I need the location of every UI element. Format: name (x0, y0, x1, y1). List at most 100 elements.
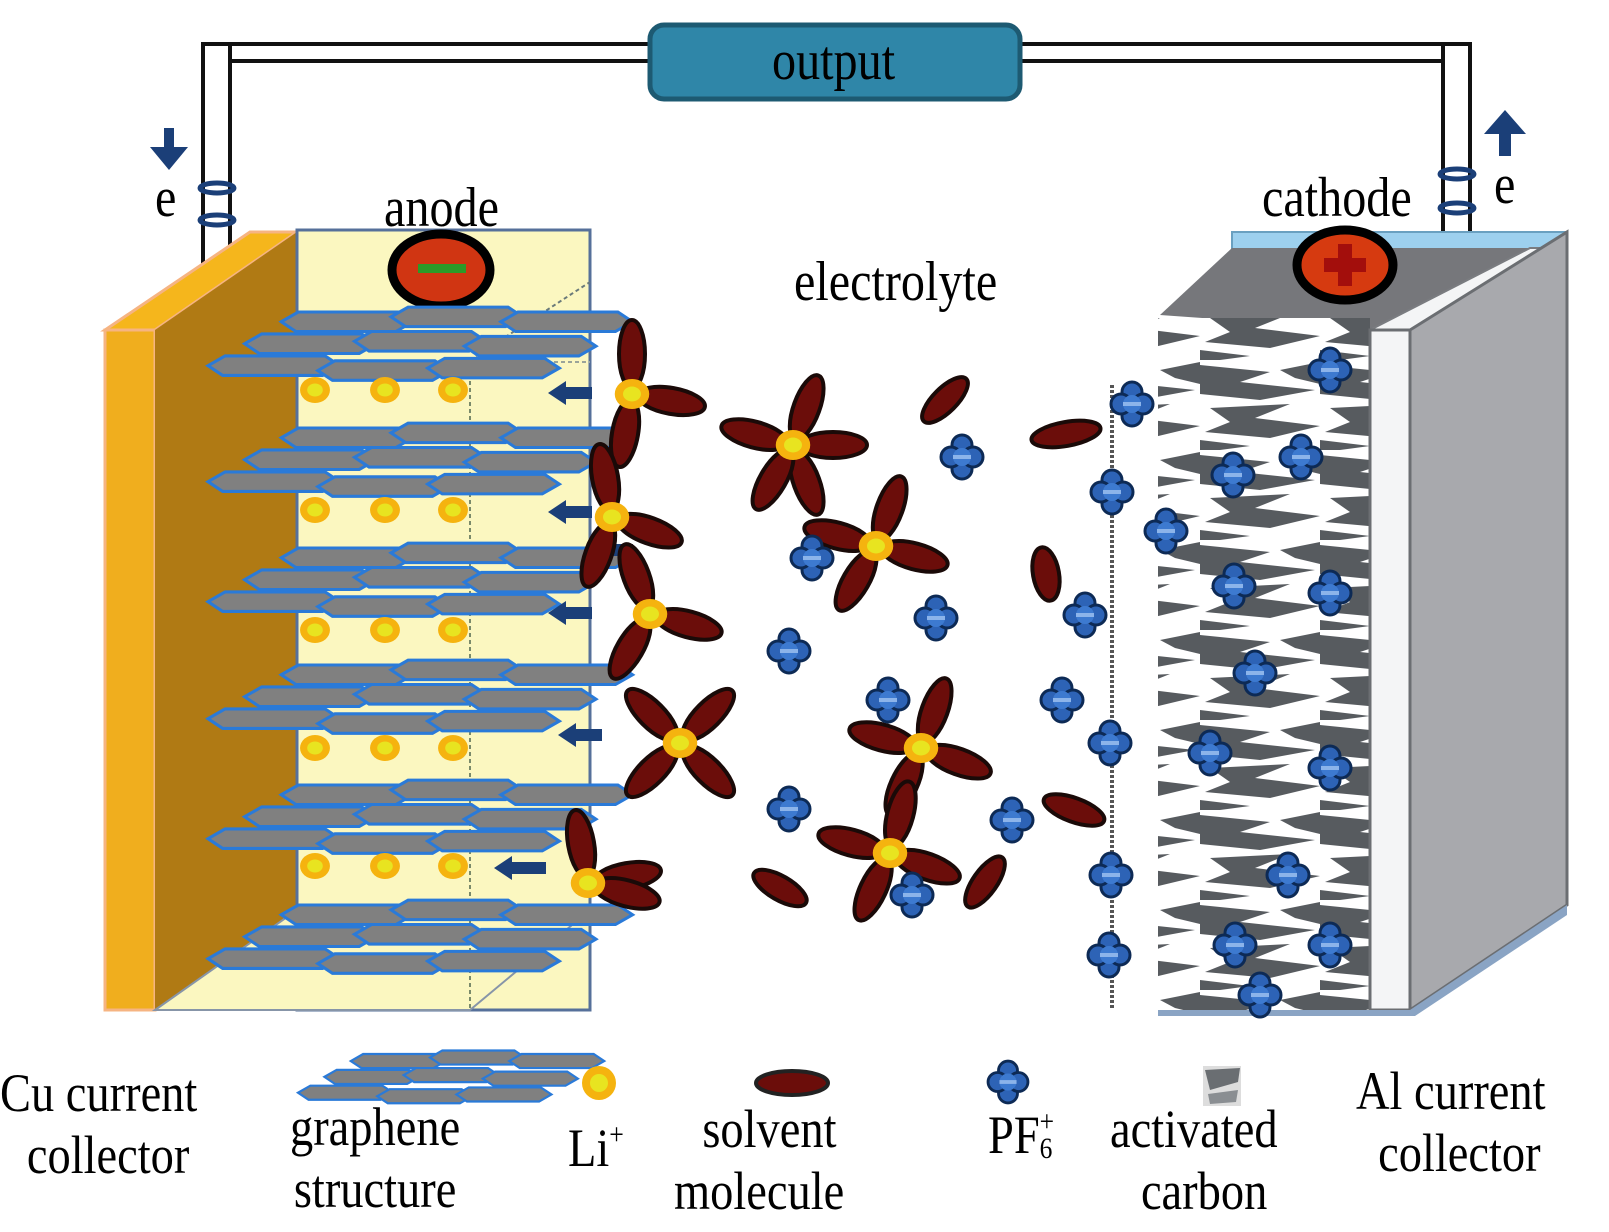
legend-solvent-icon (754, 1069, 830, 1097)
pf6-ion (939, 433, 985, 481)
anode-label: anode (384, 177, 499, 239)
graphene-flake (454, 1086, 554, 1103)
pf6-ion (913, 594, 959, 642)
legend-graphene-line1: graphene (290, 1097, 461, 1157)
graphene-sheet (205, 778, 636, 855)
graphene-flake (424, 829, 563, 853)
cathode-label: cathode (1262, 167, 1412, 229)
li-ion (872, 838, 908, 868)
graphene-sheet (205, 898, 636, 975)
li-ion (662, 728, 698, 758)
legend-activated-carbon-label: activated carbon (1110, 1098, 1278, 1222)
graphene-flake (461, 570, 599, 594)
li-ion (370, 497, 400, 523)
li-ion (300, 853, 330, 879)
pf6-ion (986, 1059, 1030, 1105)
legend-pf6-base: PF (988, 1105, 1040, 1165)
li-ion (858, 531, 894, 561)
graphene-flake (461, 334, 599, 358)
pf6-ion (1109, 380, 1155, 428)
electron-rings-right (1437, 166, 1477, 216)
pf6-ions (766, 346, 1353, 1019)
graphene-flake (424, 472, 563, 496)
al-current-collector (1408, 229, 1569, 1013)
solvent-molecule (751, 867, 809, 909)
pf6-ion (1212, 921, 1258, 969)
electron-label-right: e (1494, 154, 1516, 216)
pf6-ion (1307, 921, 1353, 969)
output-load-box (647, 22, 1023, 102)
graphene-flake (461, 687, 599, 711)
legend-graphene-icon (295, 1049, 607, 1105)
li-ion (300, 735, 330, 761)
cathode-body (1158, 229, 1569, 1016)
graphene-sheet (295, 1049, 607, 1105)
arrow-left-icon (494, 856, 546, 880)
li-ion (370, 735, 400, 761)
graphene-flake (497, 783, 636, 807)
graphene-flake (497, 310, 636, 334)
li-ion (370, 853, 400, 879)
legend-activated-carbon-line2: carbon (1140, 1161, 1268, 1221)
pf6-ion (789, 534, 835, 582)
li-ion (775, 430, 811, 460)
arrow-left-icon (548, 601, 592, 625)
li-ion (570, 868, 606, 898)
legend-activated-carbon-line1: activated (1110, 1099, 1278, 1159)
graphene-flake (424, 949, 563, 973)
li-ion (300, 377, 330, 403)
pf6-ion (1307, 346, 1353, 394)
solvent-molecules (564, 318, 1107, 923)
output-label: output (772, 30, 896, 92)
graphene-flake (480, 1070, 580, 1087)
legend-solvent-line1: solvent (702, 1099, 837, 1159)
legend-activated-carbon-icon (1203, 1066, 1241, 1106)
legend-graphene-line2: structure (293, 1159, 457, 1219)
li-ion (438, 853, 468, 879)
graphene-sheet (205, 658, 636, 735)
li-ion (614, 379, 650, 409)
pf6-ion (1265, 851, 1311, 899)
arrow-left-icon (558, 723, 602, 747)
electron-label-left: e (155, 167, 177, 229)
pf6-ion (766, 627, 812, 675)
pf6-ion (1210, 451, 1256, 499)
pf6-ion (889, 871, 935, 919)
legend-al-collector-line1: Al current (1356, 1061, 1546, 1121)
graphene-flake (461, 927, 599, 951)
graphene-flake (461, 450, 599, 474)
legend-al-collector-label: Al current collector (1356, 1060, 1546, 1184)
legend-li-icon (582, 1066, 616, 1100)
pf6-ion (1143, 507, 1189, 555)
pf6-ion (1232, 649, 1278, 697)
electron-arrow-up-icon (1484, 110, 1526, 156)
pf6-ion (1087, 719, 1133, 767)
pf6-ion (1088, 851, 1134, 899)
li-ion (438, 735, 468, 761)
solvent-molecule (1030, 545, 1062, 603)
solvent-molecule (963, 854, 1007, 910)
li-ion (438, 497, 468, 523)
graphene-flake (507, 1052, 607, 1070)
intercalated-li-ions (300, 377, 468, 879)
electron-rings-left (197, 180, 237, 228)
solvent-molecule (920, 375, 970, 425)
pf6-ion (989, 796, 1035, 844)
graphene-flake (424, 709, 563, 733)
solvent-molecule (1041, 792, 1107, 828)
graphene-flake (497, 903, 636, 927)
legend-al-collector-line2: collector (1378, 1123, 1541, 1183)
li-ion (370, 617, 400, 643)
pf6-ion (1307, 569, 1353, 617)
li-ion (903, 733, 939, 763)
electron-arrow-down-icon (150, 128, 188, 170)
pf6-ion (1237, 971, 1283, 1019)
electrolyte-label: electrolyte (794, 251, 998, 313)
li-ion (300, 617, 330, 643)
legend-cu-collector-label: Cu current collector (0, 1062, 197, 1186)
li-ion (370, 377, 400, 403)
pf6-ion (1187, 729, 1233, 777)
legend-cu-collector-line1: Cu current (0, 1063, 198, 1123)
pf6-ion (1307, 744, 1353, 792)
